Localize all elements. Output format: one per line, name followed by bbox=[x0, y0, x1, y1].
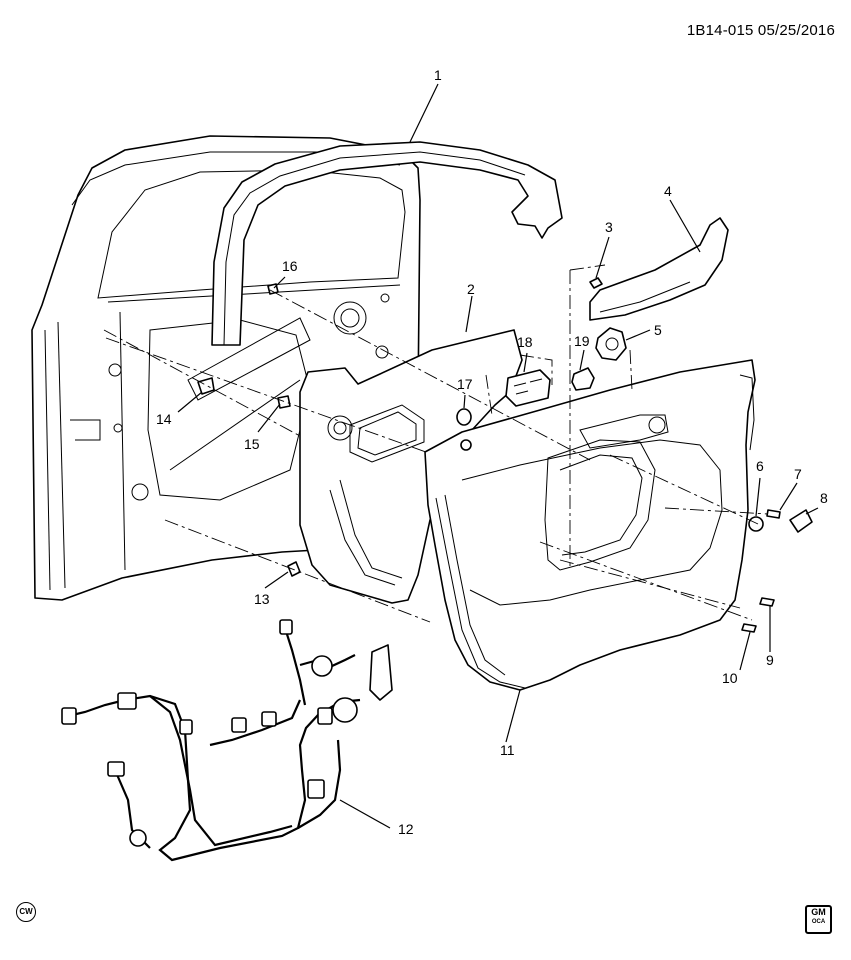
callout-10: 10 bbox=[722, 670, 738, 686]
gm-logo-text: GM bbox=[811, 907, 826, 917]
part-6-nut bbox=[748, 516, 764, 532]
callout-14: 14 bbox=[156, 411, 172, 427]
callout-5: 5 bbox=[654, 322, 662, 338]
callout-8: 8 bbox=[820, 490, 828, 506]
gm-logo-sub: OCA bbox=[811, 919, 826, 925]
callout-11: 11 bbox=[500, 742, 515, 758]
callout-15: 15 bbox=[244, 436, 260, 452]
part-8-cover bbox=[789, 509, 813, 533]
cw-mark: CW bbox=[16, 902, 36, 922]
callout-9: 9 bbox=[766, 652, 774, 668]
part-15-fastener bbox=[277, 395, 291, 409]
part-18-window-switch bbox=[505, 369, 551, 407]
part-4-pull-handle bbox=[589, 217, 729, 321]
callout-18: 18 bbox=[517, 334, 533, 350]
part-5-power-mirror-switch bbox=[595, 327, 627, 361]
part-19-lock-switch bbox=[571, 367, 595, 391]
part-3-clip bbox=[589, 277, 603, 289]
part-1-upper-garnish-molding bbox=[211, 141, 563, 346]
callout-numbers: 1 2 3 4 5 6 7 8 9 10 11 12 13 14 15 16 1… bbox=[156, 67, 828, 837]
callout-3: 3 bbox=[605, 219, 613, 235]
callout-12: 12 bbox=[398, 821, 414, 837]
callout-7: 7 bbox=[794, 466, 802, 482]
callout-19: 19 bbox=[574, 333, 590, 349]
callout-leaders bbox=[177, 83, 819, 829]
callout-16: 16 bbox=[282, 258, 298, 274]
part-7-screw bbox=[766, 509, 781, 519]
part-9-screw bbox=[759, 597, 775, 607]
part-17-grommet bbox=[456, 408, 472, 451]
callout-6: 6 bbox=[756, 458, 764, 474]
callout-1: 1 bbox=[434, 67, 442, 83]
callout-4: 4 bbox=[664, 183, 672, 199]
part-12-wiring-harness bbox=[61, 619, 393, 862]
part-10-screw bbox=[741, 623, 757, 633]
diagram-code-date: 1B14-015 05/25/2016 bbox=[686, 22, 835, 39]
callout-2: 2 bbox=[467, 281, 475, 297]
callout-13: 13 bbox=[254, 591, 270, 607]
gm-logo: GM OCA bbox=[805, 905, 832, 934]
part-13-push-pin bbox=[287, 561, 301, 577]
callout-17: 17 bbox=[457, 376, 473, 392]
part-11-door-trim-panel bbox=[424, 359, 756, 691]
part-2-water-deflector bbox=[299, 329, 523, 604]
assembly-dash-lines bbox=[103, 264, 769, 623]
